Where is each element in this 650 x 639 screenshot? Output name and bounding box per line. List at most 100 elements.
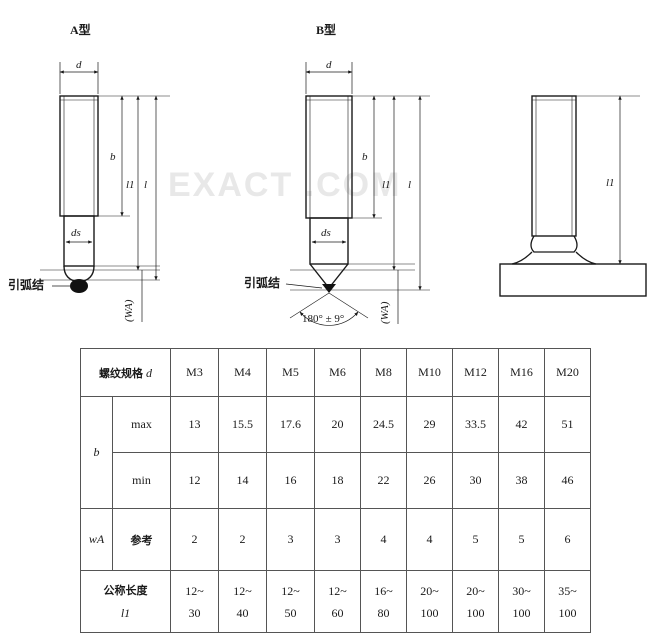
wa-cell: 6	[544, 508, 591, 571]
min-label: min	[112, 452, 171, 509]
length-max: 30	[188, 605, 201, 620]
type-b-dim-l: l	[408, 179, 411, 191]
length-max: 80	[377, 605, 390, 620]
length-min: 12~	[281, 583, 300, 598]
b-min-cell: 18	[314, 452, 361, 509]
wa-cell: 2	[170, 508, 219, 571]
thread-size-symbol: d	[146, 365, 152, 380]
table-row-b-min: min 12 14 16 18 22 26 30 38 46	[81, 452, 591, 509]
b-max-cell: 15.5	[218, 396, 267, 453]
table-row-length: 公称长度 l1 12~30 12~40 12~50 12~60 16~80 20…	[80, 570, 591, 633]
length-cell: 16~80	[360, 570, 407, 633]
thread-size-label: 螺纹规格	[99, 366, 143, 380]
b-min-cell: 12	[170, 452, 219, 509]
wa-cell: 3	[314, 508, 361, 571]
wa-cell: 5	[452, 508, 499, 571]
length-min: 12~	[185, 583, 204, 598]
length-header: 公称长度 l1	[80, 570, 171, 633]
type-b-dim-wa: (WA)	[379, 301, 391, 324]
type-a-dim-ds: ds	[71, 227, 81, 239]
table-row-wa: wA 参考 2 2 3 3 4 4 5 5 6	[80, 508, 591, 571]
size-cell: M20	[544, 348, 591, 397]
b-min-cell: 14	[218, 452, 267, 509]
b-min-cell: 16	[266, 452, 315, 509]
thread-size-header: 螺纹规格 d	[80, 348, 171, 397]
type-b-dim-l1: l1	[382, 179, 391, 191]
length-max: 100	[558, 605, 577, 620]
type-a-dim-l1: l1	[126, 179, 135, 191]
wa-cell: 3	[266, 508, 315, 571]
length-label: 公称长度	[103, 583, 148, 597]
type-a-title: A型	[70, 22, 91, 37]
size-cell: M5	[266, 348, 315, 397]
b-min-cell: 26	[406, 452, 453, 509]
max-label: max	[112, 396, 171, 453]
length-max: 50	[284, 605, 297, 620]
table-row-header: 螺纹规格 d M3 M4 M5 M6 M8 M10 M12 M16 M20	[80, 348, 591, 397]
b-min-cell: 22	[360, 452, 407, 509]
length-min: 20~	[420, 583, 439, 598]
type-b-dim-b: b	[362, 151, 368, 163]
watermark-text: EXACT .COM	[168, 166, 401, 204]
b-max-cell: 29	[406, 396, 453, 453]
b-min-cell: 30	[452, 452, 499, 509]
size-cell: M12	[452, 348, 499, 397]
type-a-dim-wa: (WA)	[123, 299, 135, 322]
size-cell: M16	[498, 348, 545, 397]
b-min-cell: 46	[544, 452, 591, 509]
b-min-cell: 38	[498, 452, 545, 509]
type-b-dim-ds: ds	[321, 227, 331, 239]
size-cell: M6	[314, 348, 361, 397]
welded-figure	[499, 95, 647, 297]
wa-cell: 4	[360, 508, 407, 571]
length-min: 35~	[558, 583, 577, 598]
length-cell: 35~100	[544, 570, 591, 633]
type-a-dim-l: l	[144, 179, 147, 191]
welded-dim-l1: l1	[606, 177, 615, 189]
b-max-cell: 17.6	[266, 396, 315, 453]
b-max-cell: 33.5	[452, 396, 499, 453]
length-max: 100	[466, 605, 485, 620]
size-cell: M4	[218, 348, 267, 397]
length-min: 12~	[233, 583, 252, 598]
type-b-angle: 180° ± 9°	[302, 313, 344, 325]
length-max: 100	[420, 605, 439, 620]
length-cell: 30~100	[498, 570, 545, 633]
length-min: 30~	[512, 583, 531, 598]
technical-drawing: EXACT .COM A型 d ds b l1	[8, 22, 647, 326]
b-max-cell: 51	[544, 396, 591, 453]
wa-ref-label: 参考	[112, 508, 171, 571]
type-a-dim-d: d	[76, 59, 82, 71]
length-cell: 20~100	[452, 570, 499, 633]
type-a-dim-b: b	[110, 151, 116, 163]
size-cell: M8	[360, 348, 407, 397]
type-b-title: B型	[316, 22, 336, 37]
length-max: 100	[512, 605, 531, 620]
type-a-figure: A型 d ds	[40, 22, 170, 322]
length-cell: 12~30	[170, 570, 219, 633]
b-max-cell: 20	[314, 396, 361, 453]
type-a-callout: 引弧结	[8, 277, 44, 292]
size-cell: M3	[170, 348, 219, 397]
size-cell: M10	[406, 348, 453, 397]
spec-table: 螺纹规格 d M3 M4 M5 M6 M8 M10 M12 M16 M20 b …	[80, 348, 591, 633]
length-min: 20~	[466, 583, 485, 598]
b-symbol: b	[80, 396, 113, 509]
length-cell: 12~50	[266, 570, 315, 633]
length-max: 60	[331, 605, 344, 620]
type-b-figure: B型 d ds	[289, 22, 430, 326]
length-min: 16~	[374, 583, 393, 598]
length-min: 12~	[328, 583, 347, 598]
length-cell: 12~60	[314, 570, 361, 633]
b-max-cell: 24.5	[360, 396, 407, 453]
length-cell: 12~40	[218, 570, 267, 633]
length-cell: 20~100	[406, 570, 453, 633]
wa-cell: 5	[498, 508, 545, 571]
table-row-b-max: b max 13 15.5 17.6 20 24.5 29 33.5 42 51	[80, 396, 591, 509]
length-symbol: l1	[120, 605, 131, 620]
length-max: 40	[236, 605, 249, 620]
wa-symbol: wA	[80, 508, 113, 571]
wa-cell: 2	[218, 508, 267, 571]
type-b-callout: 引弧结	[244, 275, 280, 290]
wa-cell: 4	[406, 508, 453, 571]
